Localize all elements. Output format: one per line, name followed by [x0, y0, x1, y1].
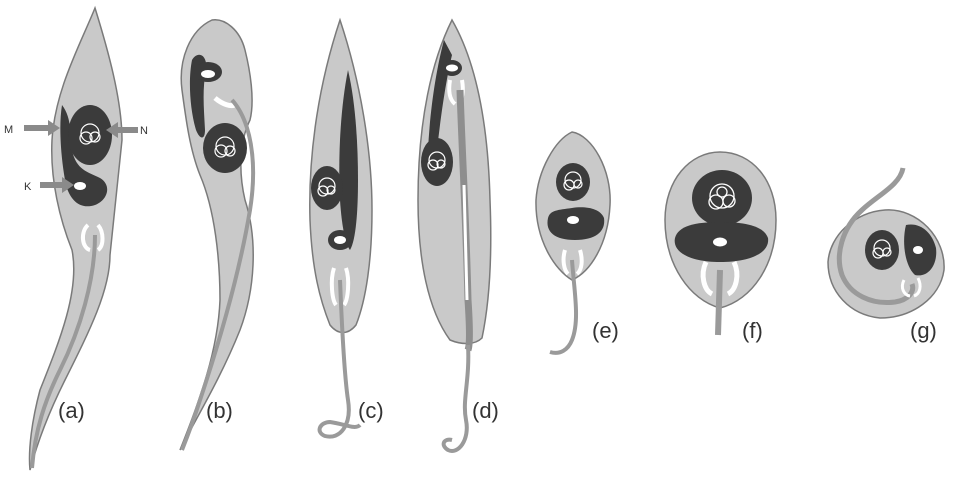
label-n: N [140, 125, 148, 137]
cell-f-kinetoplast [713, 238, 727, 247]
cell-b: (b) [180, 20, 253, 450]
cell-d: (d) [418, 20, 499, 451]
cell-a-kinetoplast [74, 182, 86, 190]
cell-b-kinetoplast [201, 70, 215, 78]
cell-g: (g) [828, 168, 944, 343]
panel-label-b: (b) [206, 398, 233, 423]
panel-label-a: (a) [58, 398, 85, 423]
cell-c: (c) [310, 20, 384, 437]
panel-label-e: (e) [592, 318, 619, 343]
panel-label-c: (c) [358, 398, 384, 423]
cell-e-kinetoplast [567, 216, 579, 224]
panel-label-d: (d) [472, 398, 499, 423]
cell-f-flagellum [718, 270, 720, 335]
cell-e-mitochondrion [547, 207, 604, 240]
label-k: K [24, 181, 32, 193]
label-m: M [4, 124, 13, 136]
panel-label-f: (f) [742, 318, 763, 343]
cell-e-body [536, 132, 610, 280]
cell-a: M N K (a) [4, 8, 148, 470]
cell-b-nucleus [203, 123, 247, 173]
cell-d-kinetoplast [446, 65, 458, 72]
cell-e: (e) [536, 132, 619, 353]
panel-label-g: (g) [910, 318, 937, 343]
cell-f: (f) [665, 152, 776, 343]
cell-c-kinetoplast [334, 236, 346, 244]
cell-g-kinetoplast [913, 246, 923, 254]
cell-d-flagellum [444, 345, 469, 451]
